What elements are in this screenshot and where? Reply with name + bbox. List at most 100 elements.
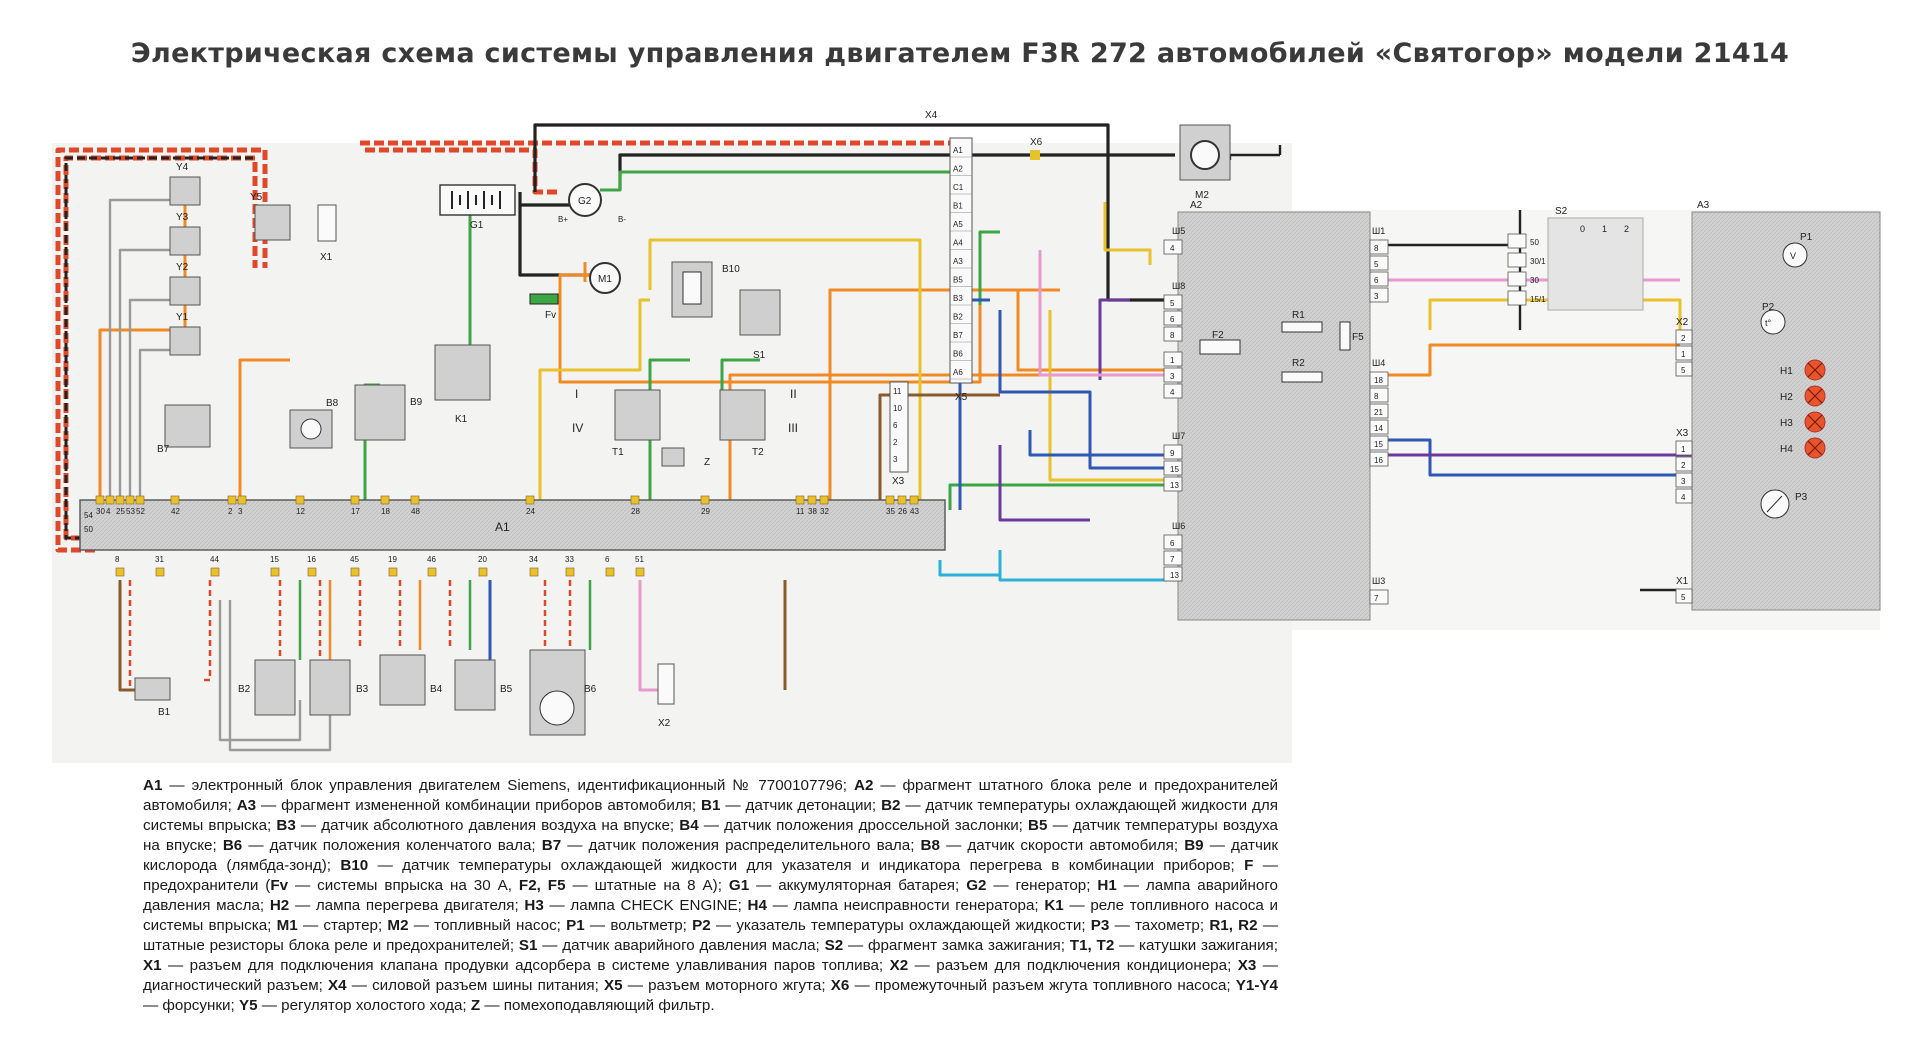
- legend-key: R1, R2: [1209, 917, 1258, 934]
- lamp-label-h2: H2: [1780, 392, 1793, 403]
- b7-camshaft-sensor: B7: [157, 404, 211, 455]
- a1-top-pin-25: 25: [116, 507, 125, 516]
- legend-text: — лампа неисправности генератора;: [766, 897, 1045, 914]
- g2-label: G2: [578, 196, 592, 207]
- svg-text:Y1: Y1: [176, 312, 189, 323]
- a3-x1-pin-5: 5: [1681, 593, 1686, 602]
- a1-bottom-pin-51: 51: [635, 555, 644, 564]
- a1-pin-marker: [155, 567, 165, 577]
- legend-text: — форсунки;: [143, 997, 239, 1014]
- a1-pin-marker: [635, 567, 645, 577]
- legend-key: Y1-Y4: [1235, 977, 1279, 994]
- legend-text: — лампа перегрева двигателя;: [289, 897, 525, 914]
- a1-top-pin-43: 43: [910, 507, 919, 516]
- legend-key: A1: [143, 777, 163, 794]
- a3-x2-pin-2: 2: [1681, 334, 1686, 343]
- injector-y2: Y2: [169, 262, 201, 306]
- z-filter: Z: [661, 447, 710, 468]
- a1-bottom-pin-8: 8: [115, 555, 120, 564]
- legend-key: Y5: [238, 997, 258, 1014]
- a1-top-pin-26: 26: [898, 507, 907, 516]
- m1-starter: M1: [589, 262, 621, 294]
- coil-terminal-2: II: [790, 387, 797, 401]
- svg-text:X3: X3: [892, 476, 905, 487]
- a2-right-pin-15: 15: [1374, 440, 1383, 449]
- x5-label: X5: [955, 392, 968, 403]
- legend-text: — датчик положения коленчатого вала;: [242, 837, 542, 854]
- x4-pin-B2: B2: [953, 313, 963, 322]
- a2-right-block-0: Ш1: [1372, 226, 1385, 236]
- svg-text:Y2: Y2: [176, 262, 189, 273]
- svg-text:V: V: [1790, 251, 1796, 261]
- legend-key: B10: [340, 857, 369, 874]
- g2-bplus: B+: [558, 215, 568, 224]
- a1-top-pin-30: 30: [96, 507, 105, 516]
- x4-pin-B7: B7: [953, 331, 963, 340]
- s2-position-2: 2: [1624, 224, 1629, 234]
- a2-left-block-0: Ш5: [1172, 226, 1185, 236]
- a2-right-pin-16: 16: [1374, 456, 1383, 465]
- legend-text: — разъем моторного жгута;: [622, 977, 831, 994]
- a2-right-block-1: Ш4: [1372, 358, 1385, 368]
- x3-pin-10: 10: [893, 404, 902, 413]
- s1-oil-pressure-sensor: S1: [739, 289, 781, 361]
- a1-pin-marker: [795, 495, 805, 505]
- legend-text: — регулятор холостого хода;: [257, 997, 471, 1014]
- a1-pin-marker: [909, 495, 919, 505]
- svg-text:Y5: Y5: [250, 192, 263, 203]
- t1-ignition-coil: T1: [612, 389, 661, 458]
- coil-terminal-1: I: [575, 387, 578, 401]
- legend-key: X3: [1237, 957, 1257, 974]
- legend-key: B3: [276, 817, 296, 834]
- a1-bottom-pin-19: 19: [388, 555, 397, 564]
- svg-text:t°: t°: [1765, 318, 1772, 328]
- a1-top-pin-29: 29: [701, 507, 710, 516]
- a2-relay-fuse-block: A2 Ш54Ш8568134Ш791513Ш66713Ш18563Ш418821…: [1163, 200, 1389, 621]
- legend-text: — диагностический разъем;: [143, 957, 1278, 994]
- legend-text: — системы впрыска на 30 А,: [288, 877, 519, 894]
- a2-left-pin-13: 13: [1170, 481, 1179, 490]
- x1-connector-left: X1: [317, 204, 337, 263]
- x4-pin-A5: A5: [953, 220, 963, 229]
- legend-key: S1: [518, 937, 538, 954]
- a1-pin-marker: [135, 495, 145, 505]
- a1-top-pin-24: 24: [526, 507, 535, 516]
- a2-left-pin-3: 3: [1170, 372, 1175, 381]
- a1-pin-marker: [227, 495, 237, 505]
- a1-pin-marker: [819, 495, 829, 505]
- a1-pin-marker: [270, 567, 280, 577]
- b6-crankshaft-sensor: B6: [529, 649, 597, 736]
- a1-pin-marker: [529, 567, 539, 577]
- a1-pin-marker: [237, 495, 247, 505]
- a3-x3-pin-1: 1: [1681, 445, 1686, 454]
- svg-text:B8: B8: [326, 398, 339, 409]
- a1-pin-marker: [525, 495, 535, 505]
- svg-text:X2: X2: [658, 718, 671, 729]
- a2-left-pin-6: 6: [1170, 315, 1175, 324]
- a2-left-pin-9: 9: [1170, 449, 1175, 458]
- a1-pin-marker: [630, 495, 640, 505]
- legend-key: A3: [236, 797, 257, 814]
- svg-text:R2: R2: [1292, 358, 1305, 369]
- x4-pin-B6: B6: [953, 350, 963, 359]
- legend-text: — штатные на 8 А);: [565, 877, 729, 894]
- legend-key: X4: [328, 977, 347, 994]
- legend-text: — электронный блок управления двигателем…: [162, 777, 854, 794]
- svg-text:B5: B5: [500, 684, 513, 695]
- a2-right-block-2: Ш3: [1372, 576, 1385, 586]
- b10-sensor: B10: [671, 261, 740, 318]
- p1-voltmeter: VP1: [1782, 232, 1813, 268]
- legend-text: — вольтметр;: [584, 917, 693, 934]
- legend-text: — датчик скорости автомобиля;: [939, 837, 1185, 854]
- a1-top-pin-11: 11: [796, 507, 805, 516]
- legend-text: — датчик кислорода (лямбда-зонд);: [143, 837, 1278, 874]
- svg-text:R1: R1: [1292, 310, 1305, 321]
- legend-key: H1: [1097, 877, 1117, 894]
- g1-label: G1: [470, 220, 484, 231]
- legend-key: G1: [728, 877, 750, 894]
- legend-key: X6: [830, 977, 850, 994]
- a1-bottom-pin-34: 34: [529, 555, 538, 564]
